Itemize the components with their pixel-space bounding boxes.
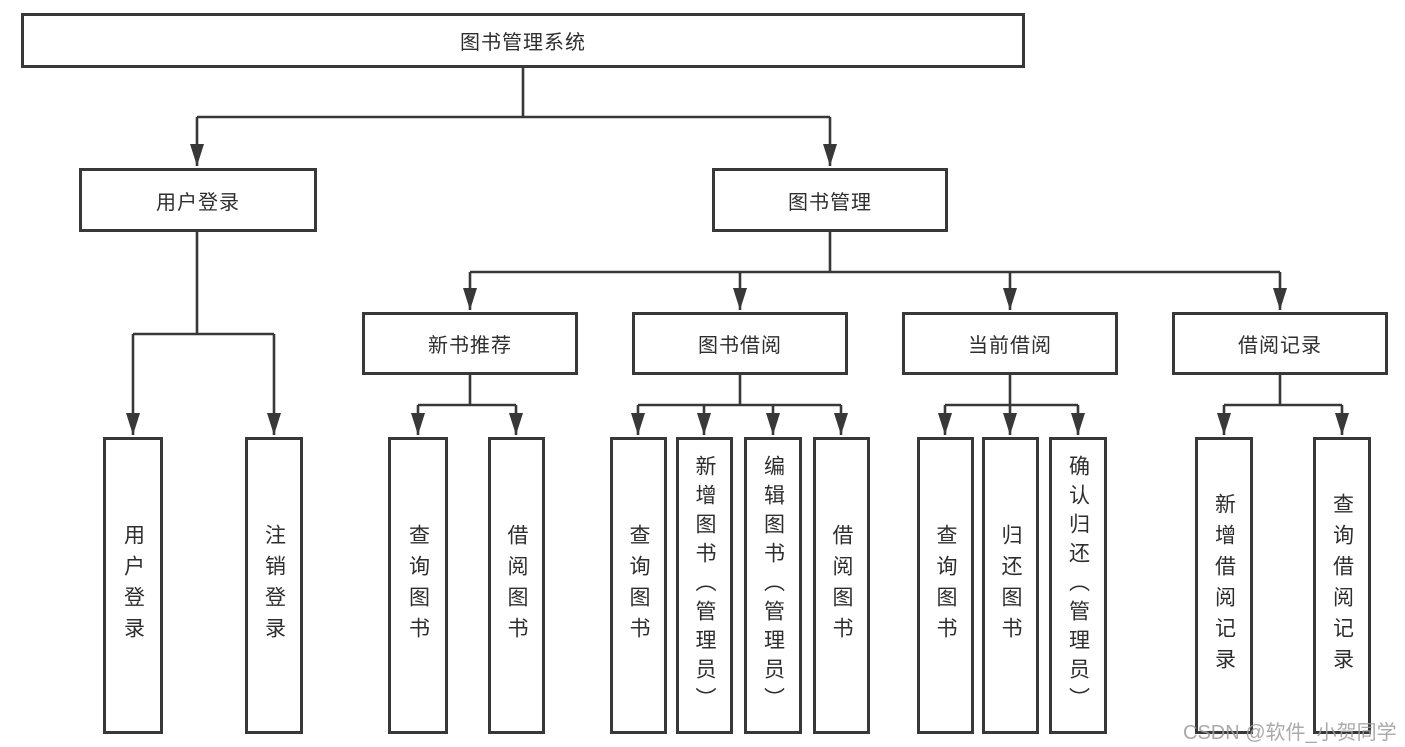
node-new-book-recommend: 新书推荐 [362,312,578,375]
leaf-borrow-books-2-label: 借阅图书 [830,523,853,648]
leaf-query-books-2-label: 查询图书 [627,523,650,648]
node-user-login: 用户登录 [79,168,317,232]
leaf-query-borrow-record-label: 查询借阅记录 [1330,492,1354,679]
node-current-borrowing-label: 当前借阅 [968,335,1052,357]
leaf-query-books-1-label: 查询图书 [406,523,430,648]
node-root: 图书管理系统 [21,13,1025,68]
csdn-watermark: CSDN @软件_小贺同学 [1183,722,1397,744]
node-book-borrowing: 图书借阅 [632,312,848,375]
leaf-query-borrow-record: 查询借阅记录 [1313,437,1371,734]
leaf-user-login-label: 用户登录 [121,523,145,648]
leaf-add-borrow-record: 新增借阅记录 [1195,437,1253,734]
leaf-add-books-admin-label: 新增图书（管理员） [693,455,716,716]
node-book-management: 图书管理 [712,168,948,232]
leaf-edit-books-admin-label: 编辑图书（管理员） [761,455,785,716]
leaf-return-books: 归还图书 [982,437,1039,734]
node-book-borrowing-label: 图书借阅 [698,335,782,357]
leaf-confirm-return-admin: 确认归还（管理员） [1049,437,1107,734]
leaf-query-books-2: 查询图书 [610,437,667,734]
leaf-logout-label: 注销登录 [262,523,286,648]
node-root-label: 图书管理系统 [460,32,586,54]
connector-bars [133,68,1342,407]
leaf-add-borrow-record-label: 新增借阅记录 [1212,492,1236,679]
leaf-borrow-books-1-label: 借阅图书 [505,523,528,648]
connector-arrows [126,117,1349,435]
leaf-add-books-admin: 新增图书（管理员） [676,437,733,734]
node-book-management-label: 图书管理 [788,191,872,214]
leaf-edit-books-admin: 编辑图书（管理员） [744,437,802,734]
node-borrowing-records: 借阅记录 [1172,312,1388,375]
node-user-login-label: 用户登录 [156,191,240,214]
leaf-borrow-books-1: 借阅图书 [488,437,545,734]
node-new-book-recommend-label: 新书推荐 [428,335,512,357]
leaf-user-login: 用户登录 [103,437,163,734]
leaf-return-books-label: 归还图书 [999,523,1022,648]
leaf-query-books-3: 查询图书 [917,437,974,734]
leaf-logout: 注销登录 [245,437,303,734]
leaf-query-books-3-label: 查询图书 [934,523,957,648]
node-current-borrowing: 当前借阅 [902,312,1118,375]
leaf-confirm-return-admin-label: 确认归还（管理员） [1066,455,1090,716]
node-borrowing-records-label: 借阅记录 [1238,335,1322,357]
leaf-query-books-1: 查询图书 [388,437,448,734]
leaf-borrow-books-2: 借阅图书 [813,437,870,734]
